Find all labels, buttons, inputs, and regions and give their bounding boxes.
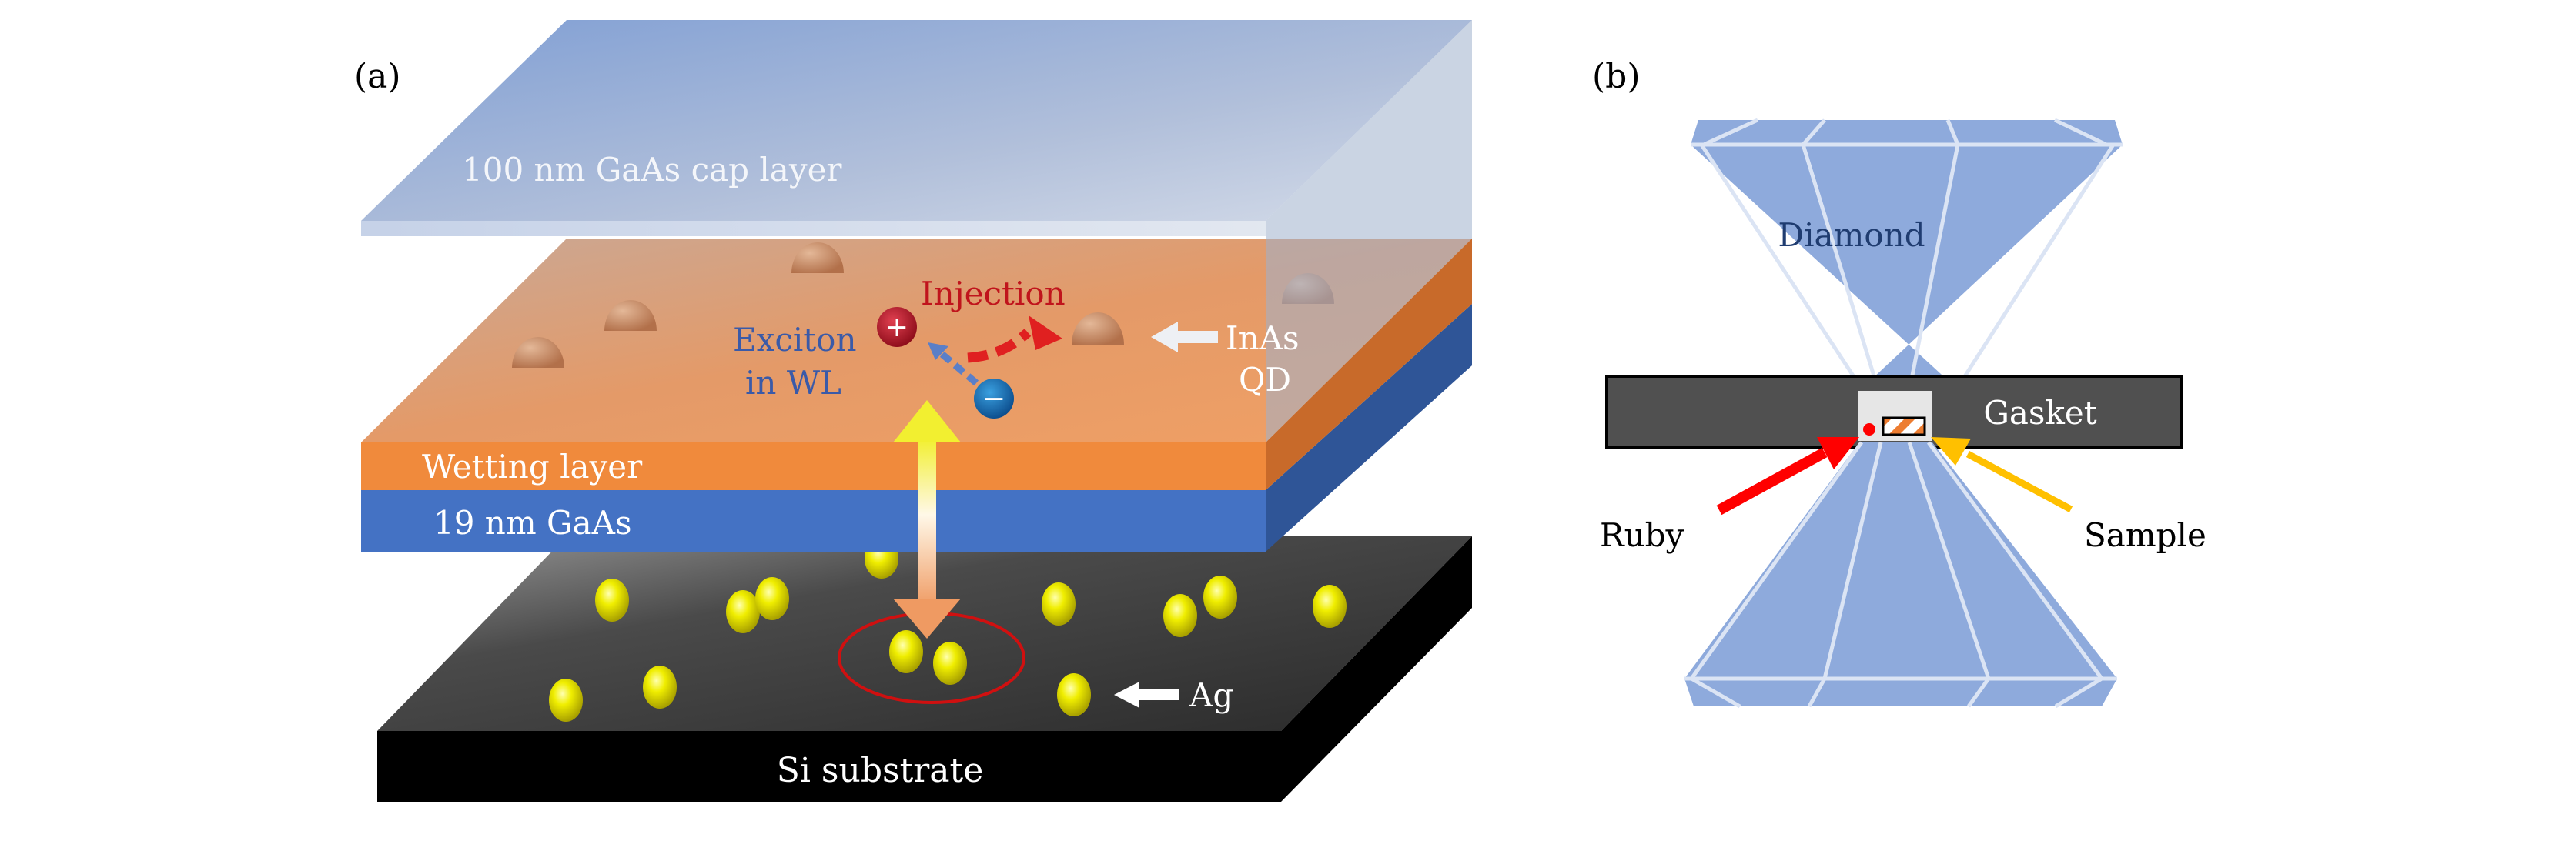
ag-pointer: Ag <box>1114 676 1233 714</box>
injection-arrowhead-icon <box>1029 315 1062 350</box>
panel-b-label: (b) <box>1592 57 1641 96</box>
electron-symbol: − <box>982 383 1005 415</box>
ag-particle <box>1042 582 1076 626</box>
gasket-label: Gasket <box>1983 394 2096 432</box>
wetting-layer: Wetting layer <box>361 239 1472 490</box>
injection-label: Injection <box>921 275 1066 312</box>
diamond-upper: Diamond <box>1691 118 2123 392</box>
ruby-label: Ruby <box>1600 516 1684 554</box>
ruby-pointer: Ruby <box>1600 437 1859 554</box>
electron-particle <box>974 379 1014 419</box>
diamond-lower-body <box>1684 442 2117 706</box>
panel-a-label: (a) <box>354 57 401 96</box>
quantum-dot <box>604 300 657 331</box>
wetting-top-face <box>361 239 1472 442</box>
gaas-label: 19 nm GaAs <box>433 504 632 542</box>
exciton-dotted-line <box>933 345 992 397</box>
cap-label: 100 nm GaAs cap layer <box>462 151 842 189</box>
ruby-chip <box>1863 423 1875 436</box>
diamond-label: Diamond <box>1778 216 1925 254</box>
qd-label-line1: InAs <box>1226 319 1300 357</box>
cap-top-face <box>361 20 1472 221</box>
sample-label: Sample <box>2084 516 2206 554</box>
cap-front-face <box>361 221 1266 236</box>
ag-particle <box>726 590 760 633</box>
ag-particle <box>933 642 967 685</box>
qd-arrow-icon <box>1151 322 1218 352</box>
panel-b: (b) Diamond Gasket <box>1592 57 2206 709</box>
hole-particle <box>877 307 917 347</box>
ag-label: Ag <box>1189 676 1233 714</box>
wetting-front-face <box>361 442 1266 490</box>
ag-particle <box>595 579 629 622</box>
wetting-label: Wetting layer <box>422 448 643 486</box>
diamond-upper-body <box>1691 120 2123 391</box>
quantum-dot <box>512 337 564 368</box>
ruby-arrow-shaft <box>1716 447 1828 516</box>
ag-particle <box>1203 576 1237 619</box>
substrate-side-face <box>1281 536 1472 802</box>
arrow-up-head-icon <box>893 400 961 442</box>
injection-dashed-arrow <box>967 329 1032 363</box>
hole-symbol: + <box>885 312 908 343</box>
ag-particle <box>549 679 583 722</box>
gaas-side-face <box>1266 304 1472 552</box>
ag-particle <box>755 577 789 620</box>
ag-particle <box>1057 673 1091 716</box>
ag-particle <box>1313 585 1347 628</box>
exciton-arrowhead-icon <box>928 342 948 360</box>
panel-a: (a) Si substrate Ag <box>354 20 1472 802</box>
arrow-down-head-icon <box>893 599 961 639</box>
sample-pointer: Sample <box>1931 437 2206 554</box>
substrate-label: Si substrate <box>777 751 984 790</box>
ag-particle <box>889 630 923 673</box>
gasket: Gasket <box>1605 375 2183 449</box>
substrate-front-face <box>377 731 1281 802</box>
ag-nanoparticles <box>549 539 1347 722</box>
ag-arrow-icon <box>1114 682 1179 708</box>
wetting-side-face <box>1266 239 1472 490</box>
sample-piece <box>1882 416 1926 436</box>
qd-pointer: InAs QD <box>1151 319 1300 399</box>
coupling-double-arrow <box>893 400 961 639</box>
qd-label-line2: QD <box>1239 361 1291 399</box>
cap-side-face <box>1266 20 1472 442</box>
gaas-front-face <box>361 490 1266 552</box>
exciton-group: + − Injection Exciton in WL <box>733 275 1066 419</box>
gaas-layer: 19 nm GaAs <box>361 304 1472 552</box>
quantum-dot-target <box>1072 312 1124 345</box>
cap-layer: 100 nm GaAs cap layer <box>361 20 1472 442</box>
double-arrow-shaft <box>918 439 936 608</box>
exciton-label-line1: Exciton <box>733 321 857 359</box>
ruby-arrowhead-icon <box>1817 437 1859 469</box>
ag-particle <box>1163 594 1197 637</box>
ag-particle <box>643 666 677 709</box>
exciton-label-line2: in WL <box>745 364 841 402</box>
sample-arrow-shaft <box>1965 451 2073 512</box>
diamond-lower <box>1684 441 2117 709</box>
quantum-dot <box>791 242 844 273</box>
sample-arrowhead-icon <box>1931 437 1971 466</box>
